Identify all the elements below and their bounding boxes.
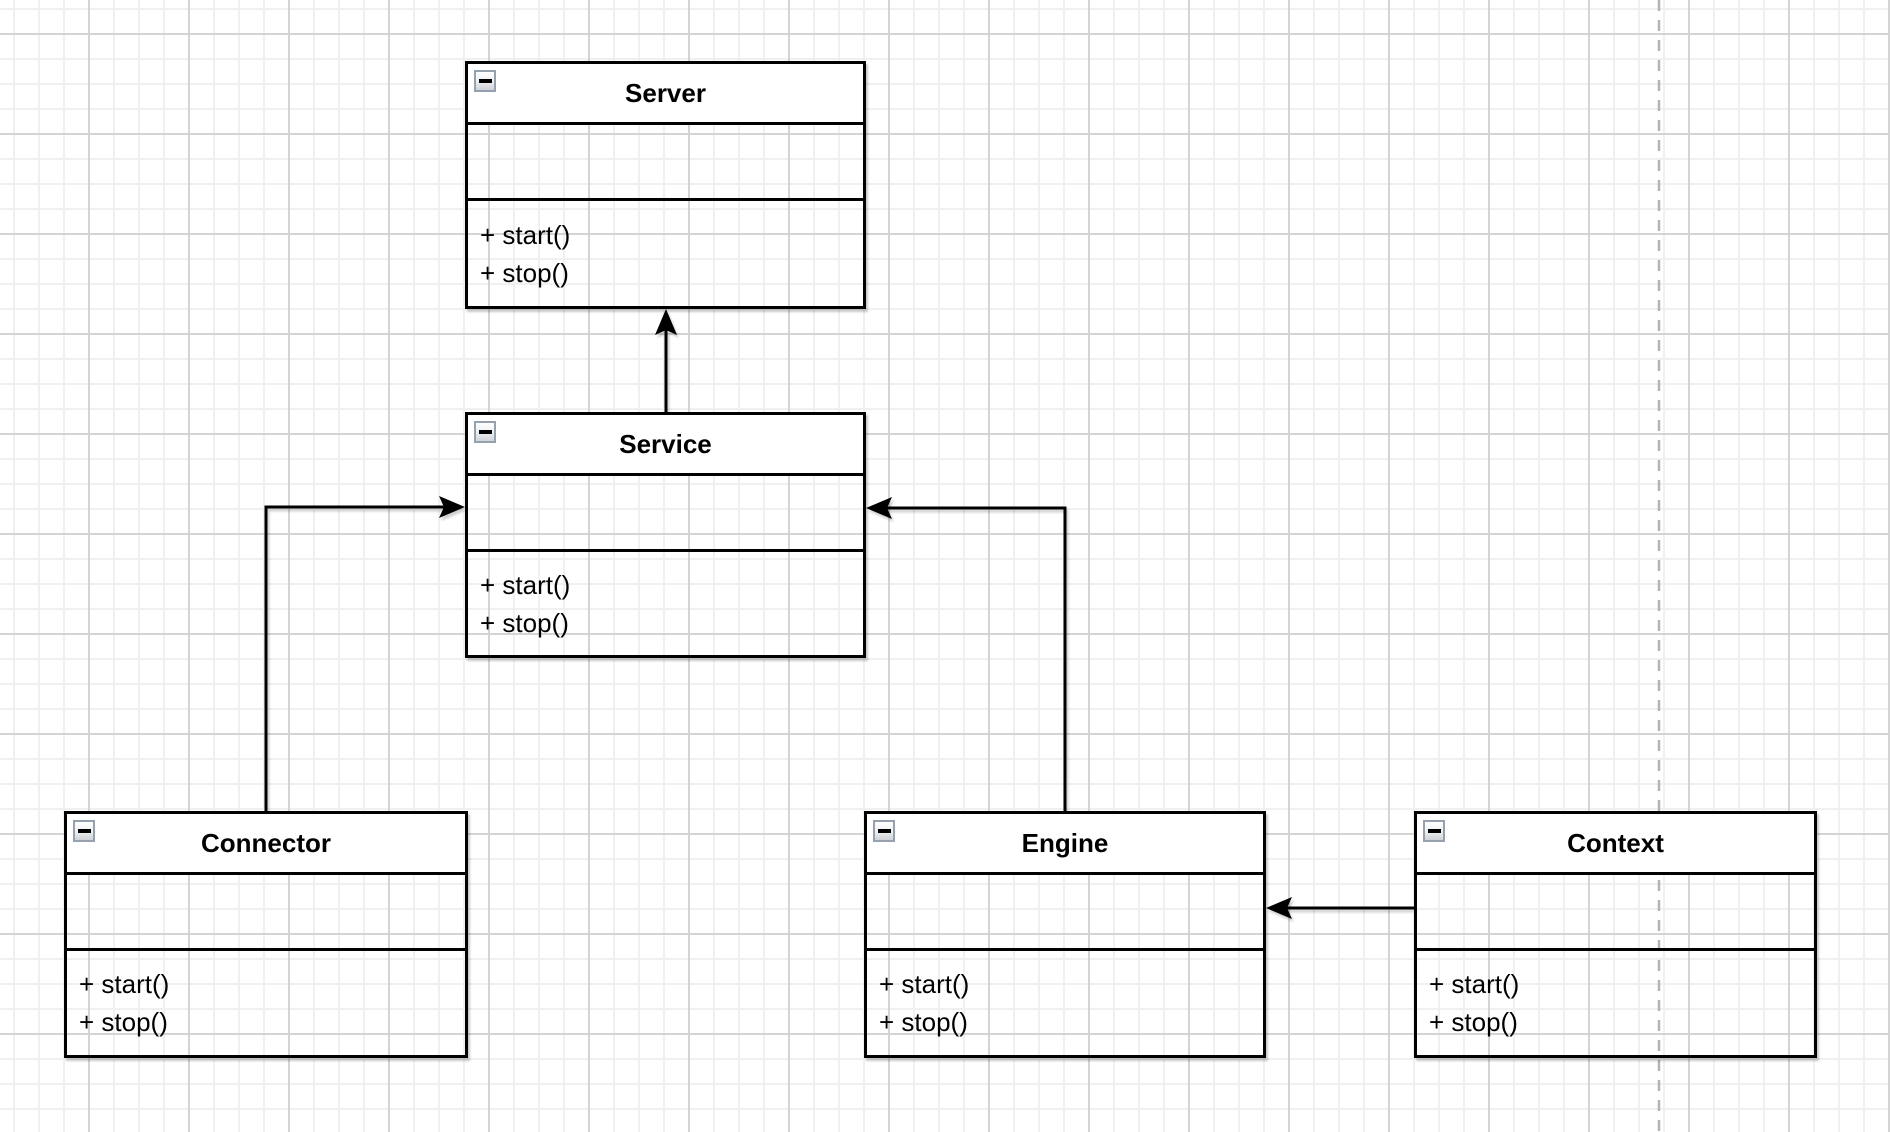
method-label: + start() <box>79 969 170 999</box>
method-label: + stop() <box>879 1007 968 1037</box>
attributes-section <box>1417 875 1814 951</box>
edge-context-to-engine[interactable] <box>1266 897 1414 919</box>
methods-section: + start() + stop() <box>867 951 1263 1055</box>
method-label: + stop() <box>480 607 569 638</box>
methods-section: + start() + stop() <box>468 552 863 655</box>
class-name: Service <box>619 428 712 459</box>
class-box-engine[interactable]: Engine + start() + stop() <box>864 811 1266 1058</box>
attributes-section <box>468 125 863 201</box>
class-box-connector[interactable]: Connector + start() + stop() <box>64 811 468 1058</box>
method-label: + start() <box>879 969 970 999</box>
method-label: + stop() <box>480 257 569 288</box>
class-title-bar: Connector <box>67 814 465 875</box>
class-name: Server <box>625 77 706 108</box>
class-title-bar: Server <box>468 64 863 125</box>
attributes-section <box>468 476 863 552</box>
edge-connector-to-service[interactable] <box>264 496 465 811</box>
class-box-context[interactable]: Context + start() + stop() <box>1414 811 1817 1058</box>
edge-engine-to-service[interactable] <box>866 497 1067 811</box>
collapse-minus-icon[interactable] <box>73 820 95 842</box>
attributes-section <box>867 875 1263 951</box>
collapse-minus-icon[interactable] <box>1423 820 1445 842</box>
class-name: Connector <box>201 827 331 858</box>
arrowhead-right-icon <box>439 496 465 518</box>
method-label: + stop() <box>1429 1007 1518 1037</box>
methods-section: + start() + stop() <box>67 951 465 1055</box>
method-label: + start() <box>480 569 571 600</box>
class-box-service[interactable]: Service + start() + stop() <box>465 412 866 658</box>
class-box-server[interactable]: Server + start() + stop() <box>465 61 866 309</box>
arrowhead-up-icon <box>655 309 677 335</box>
method-label: + start() <box>480 219 571 250</box>
method-label: + stop() <box>79 1007 168 1037</box>
arrowhead-left-icon <box>1266 897 1292 919</box>
class-title-bar: Engine <box>867 814 1263 875</box>
class-title-bar: Context <box>1417 814 1814 875</box>
class-title-bar: Service <box>468 415 863 476</box>
method-label: + start() <box>1429 969 1520 999</box>
collapse-minus-icon[interactable] <box>873 820 895 842</box>
class-name: Engine <box>1021 827 1109 858</box>
class-name: Context <box>1567 827 1664 858</box>
collapse-minus-icon[interactable] <box>474 421 496 443</box>
methods-section: + start() + stop() <box>468 201 863 306</box>
arrowhead-left-icon <box>866 497 892 519</box>
attributes-section <box>67 875 465 951</box>
collapse-minus-icon[interactable] <box>474 70 496 92</box>
edge-service-to-server[interactable] <box>655 309 677 412</box>
methods-section: + start() + stop() <box>1417 951 1814 1055</box>
